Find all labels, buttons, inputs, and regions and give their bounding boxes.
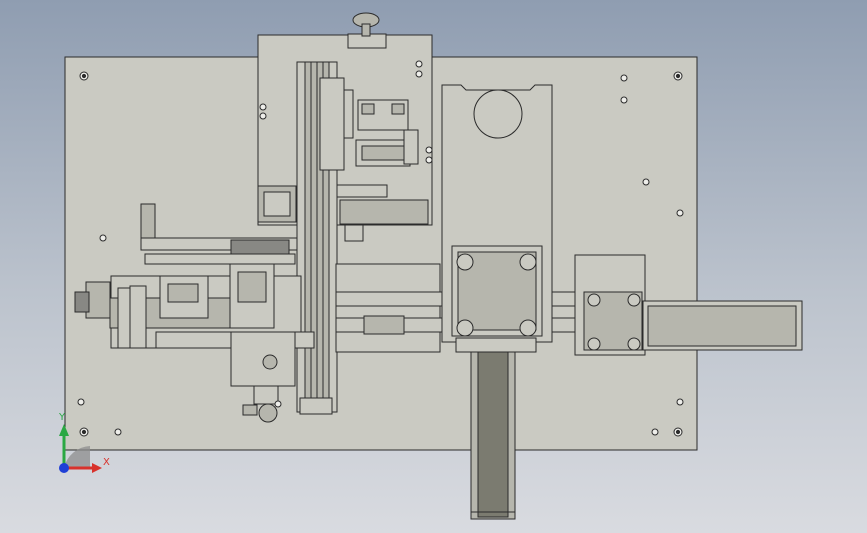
coordinate-triad: [59, 424, 102, 473]
right-mounting-plate: [441, 84, 553, 353]
x-axis-label: X: [103, 457, 110, 468]
left-feed-bracket: [140, 203, 298, 265]
side-cylinder: [74, 281, 111, 319]
right-motor-block: [574, 254, 646, 356]
suction-unit: [230, 331, 296, 423]
gripper-block: [355, 99, 419, 167]
vertical-linear-rail: [296, 61, 345, 415]
outfeed-track: [642, 300, 803, 351]
y-axis-label: Y: [59, 412, 66, 423]
lower-chute: [470, 344, 516, 520]
mounting-holes: [77, 60, 684, 437]
